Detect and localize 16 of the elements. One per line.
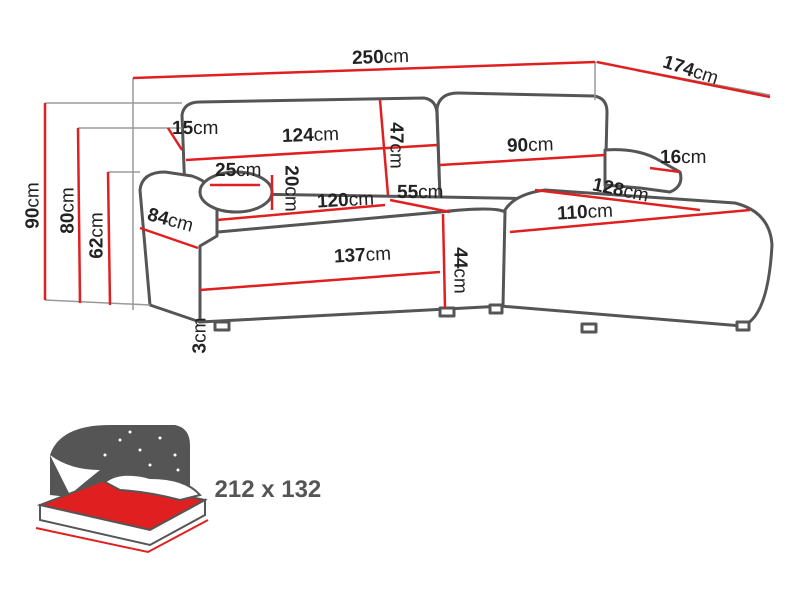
- dimension-label: 80cm: [58, 186, 78, 234]
- dimension-label: 250cm: [351, 46, 409, 68]
- dimension-label: 137cm: [333, 244, 391, 266]
- dimension-label: 62cm: [88, 212, 107, 258]
- dimension-label: 3cm: [190, 317, 210, 353]
- dimension-label: 90cm: [24, 182, 43, 228]
- dimension-label: 16cm: [660, 148, 706, 166]
- dimension-label: 174cm: [660, 52, 720, 88]
- dimension-label: 212 x 132: [214, 478, 322, 502]
- dimension-label: 120cm: [316, 189, 374, 211]
- dimension-label: 84cm: [145, 204, 196, 236]
- dimension-label: 90cm: [506, 134, 554, 156]
- dimension-label: 47cm: [386, 122, 406, 168]
- dimension-label: 124cm: [281, 124, 339, 146]
- dimension-label: 44cm: [450, 246, 470, 294]
- dimension-label: 20cm: [282, 164, 301, 212]
